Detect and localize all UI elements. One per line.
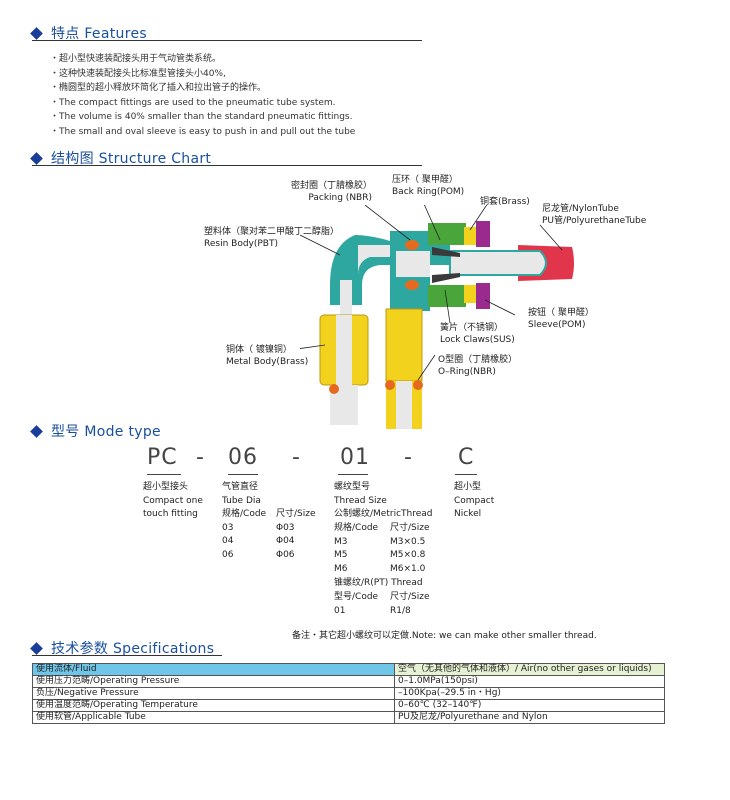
tube-inner <box>449 250 547 276</box>
feature-item: ・超小型快速装配接头用于气动管类系统。 <box>50 54 222 64</box>
code-underline <box>147 474 181 475</box>
cap-part <box>428 223 466 245</box>
code-underline <box>228 474 258 475</box>
spec-value: 空气（无其他的气体和液体）/ Air(no other gases or liq… <box>394 663 665 676</box>
table-row: 使用流体/Fluid 空气（无其他的气体和液体）/ Air(no other g… <box>32 663 665 676</box>
resin-body-lower <box>340 280 352 323</box>
structure-heading: 结构图 Structure Chart <box>30 148 212 168</box>
lock-claws-label: 簧片（不锈钢） Lock Claws(SUS) <box>440 323 515 345</box>
o-ring-part <box>413 380 423 390</box>
resin-body-label: 塑料体（聚对苯二甲酸丁二醇脂） Resin Body(PBT) <box>204 227 340 249</box>
mode-note: 备注・其它超小螺纹可以定做.Note: we can make other sm… <box>292 631 597 641</box>
table-row: 负压/Negative Pressure –100Kpa(–29.5 in・Hg… <box>32 687 665 700</box>
leader-line <box>300 344 326 349</box>
resin-body-bore <box>396 251 430 277</box>
code-pc: PC <box>147 445 178 470</box>
metal-body-part <box>385 308 423 382</box>
spec-value: 0–60℃ (32–140℉) <box>394 699 665 712</box>
specs-title: 技术参数 Specifications <box>51 641 215 657</box>
tube-size-col: 尺寸/Size Φ03 Φ04 Φ06 <box>276 509 316 560</box>
lock-claw-part <box>432 273 460 283</box>
code-thread: 01 <box>340 445 370 470</box>
tube-code-col: 规格/Code 03 04 06 <box>222 509 267 560</box>
table-row: 使用软管/Applicable Tube PU及尼龙/Polyurethane … <box>32 711 665 724</box>
leader-line <box>469 205 488 231</box>
mode-col-type: 超小型接头 Compact one touch fitting <box>143 482 203 519</box>
spec-label: 使用软管/Applicable Tube <box>32 711 395 724</box>
diamond-icon <box>30 641 43 655</box>
code-dash: - <box>292 445 301 470</box>
packing-ring-part <box>405 240 419 250</box>
lock-claw-part <box>432 247 460 257</box>
diamond-icon <box>30 26 43 40</box>
leader-line <box>484 299 516 316</box>
mode-col-tube: 气管直径 Tube Dia <box>222 482 261 506</box>
packing-ring-part <box>405 280 419 290</box>
spec-label: 负压/Negative Pressure <box>32 687 395 700</box>
code-tube-dia: 06 <box>228 445 258 470</box>
mode-col-finish: 超小型 Compact Nickel <box>454 482 495 519</box>
brass-label: 铜套(Brass) <box>480 197 530 207</box>
diamond-icon <box>30 151 43 165</box>
code-dash: - <box>404 445 413 470</box>
feature-item: ・The volume is 40% smaller than the stan… <box>50 112 353 122</box>
code-underline <box>455 474 477 475</box>
metal-body-bore <box>336 315 352 385</box>
feature-item: ・椭圆型的超小释放环简化了插入和拉出管子的操作。 <box>50 83 267 93</box>
spec-value: PU及尼龙/Polyurethane and Nylon <box>394 711 665 724</box>
spec-label: 使用压力范畴/Operating Pressure <box>32 675 395 688</box>
pt-size-col: 尺寸/Size R1/8 <box>390 592 430 616</box>
spec-label: 使用流体/Fluid <box>32 663 395 676</box>
features-title: 特点 Features <box>51 26 147 42</box>
brass-collar-part <box>464 227 476 245</box>
cap-part <box>428 285 466 307</box>
features-list: ・超小型快速装配接头用于气动管类系统。 ・这种快速装配接头比标准型管接头小40%… <box>50 52 355 139</box>
pt-thread-title: 锥螺纹/R(PT) Thread <box>334 578 423 588</box>
code-underline <box>338 474 368 475</box>
mode-col-thread: 螺纹型号 Thread Size 公制螺纹/MetricThread <box>334 482 433 519</box>
table-row: 使用温度范畴/Operating Temperature 0–60℃ (32–1… <box>32 699 665 712</box>
tube-label: 尼龙管/NylonTube PU管/PolyurethaneTube <box>542 204 647 226</box>
metal-body-stem-bore <box>396 381 412 429</box>
spec-label: 使用温度范畴/Operating Temperature <box>32 699 395 712</box>
leader-line <box>444 289 451 324</box>
thread-code-col: 规格/Code M3 M5 M6 <box>334 523 379 574</box>
features-heading: 特点 Features <box>30 23 147 43</box>
divider <box>32 655 222 656</box>
thread-size-col: 尺寸/Size M3×0.5 M5×0.8 M6×1.0 <box>390 523 430 574</box>
o-ring-part <box>329 384 339 394</box>
sleeve-label: 按钮（ 聚甲醛） Sleeve(POM) <box>528 308 594 330</box>
leader-line <box>300 234 341 256</box>
o-ring-label: O型圈（丁腈橡胶） O–Ring(NBR) <box>438 355 518 377</box>
sleeve-part <box>476 283 490 309</box>
divider <box>32 40 422 41</box>
o-ring-part <box>385 380 395 390</box>
specs-heading: 技术参数 Specifications <box>30 638 215 658</box>
leader-line <box>424 205 441 241</box>
divider <box>32 165 422 166</box>
code-finish: C <box>458 445 475 470</box>
diamond-icon <box>30 424 43 438</box>
mode-title: 型号 Mode type <box>51 424 161 440</box>
specs-table: 使用流体/Fluid 空气（无其他的气体和液体）/ Air(no other g… <box>32 663 665 724</box>
structure-title: 结构图 Structure Chart <box>51 151 212 167</box>
brass-collar-part <box>464 285 476 303</box>
feature-item: ・The small and oval sleeve is easy to pu… <box>50 126 356 137</box>
backring-label: 压环（ 聚甲醛） Back Ring(POM) <box>392 175 465 197</box>
table-row: 使用压力范畴/Operating Pressure 0–1.0MPa(150ps… <box>32 675 665 688</box>
pt-code-col: 型号/Code 01 <box>334 592 379 616</box>
sleeve-part <box>476 221 490 247</box>
mode-heading: 型号 Mode type <box>30 421 161 441</box>
leader-line <box>417 354 436 381</box>
spec-value: 0–1.0MPa(150psi) <box>394 675 665 688</box>
feature-item: ・The compact fittings are used to the pn… <box>50 97 336 108</box>
code-dash: - <box>196 445 205 470</box>
leader-line <box>539 224 563 251</box>
spec-value: –100Kpa(–29.5 in・Hg) <box>394 687 665 700</box>
metal-body-label: 铜体（ 镀镍铜） Metal Body(Brass) <box>226 345 309 367</box>
packing-label: 密封圈（丁腈橡胶） Packing (NBR) <box>290 181 372 203</box>
fitting-diagram <box>300 205 574 429</box>
feature-item: ・这种快速装配接头比标准型管接头小40%, <box>50 68 226 79</box>
leader-line <box>364 205 411 241</box>
